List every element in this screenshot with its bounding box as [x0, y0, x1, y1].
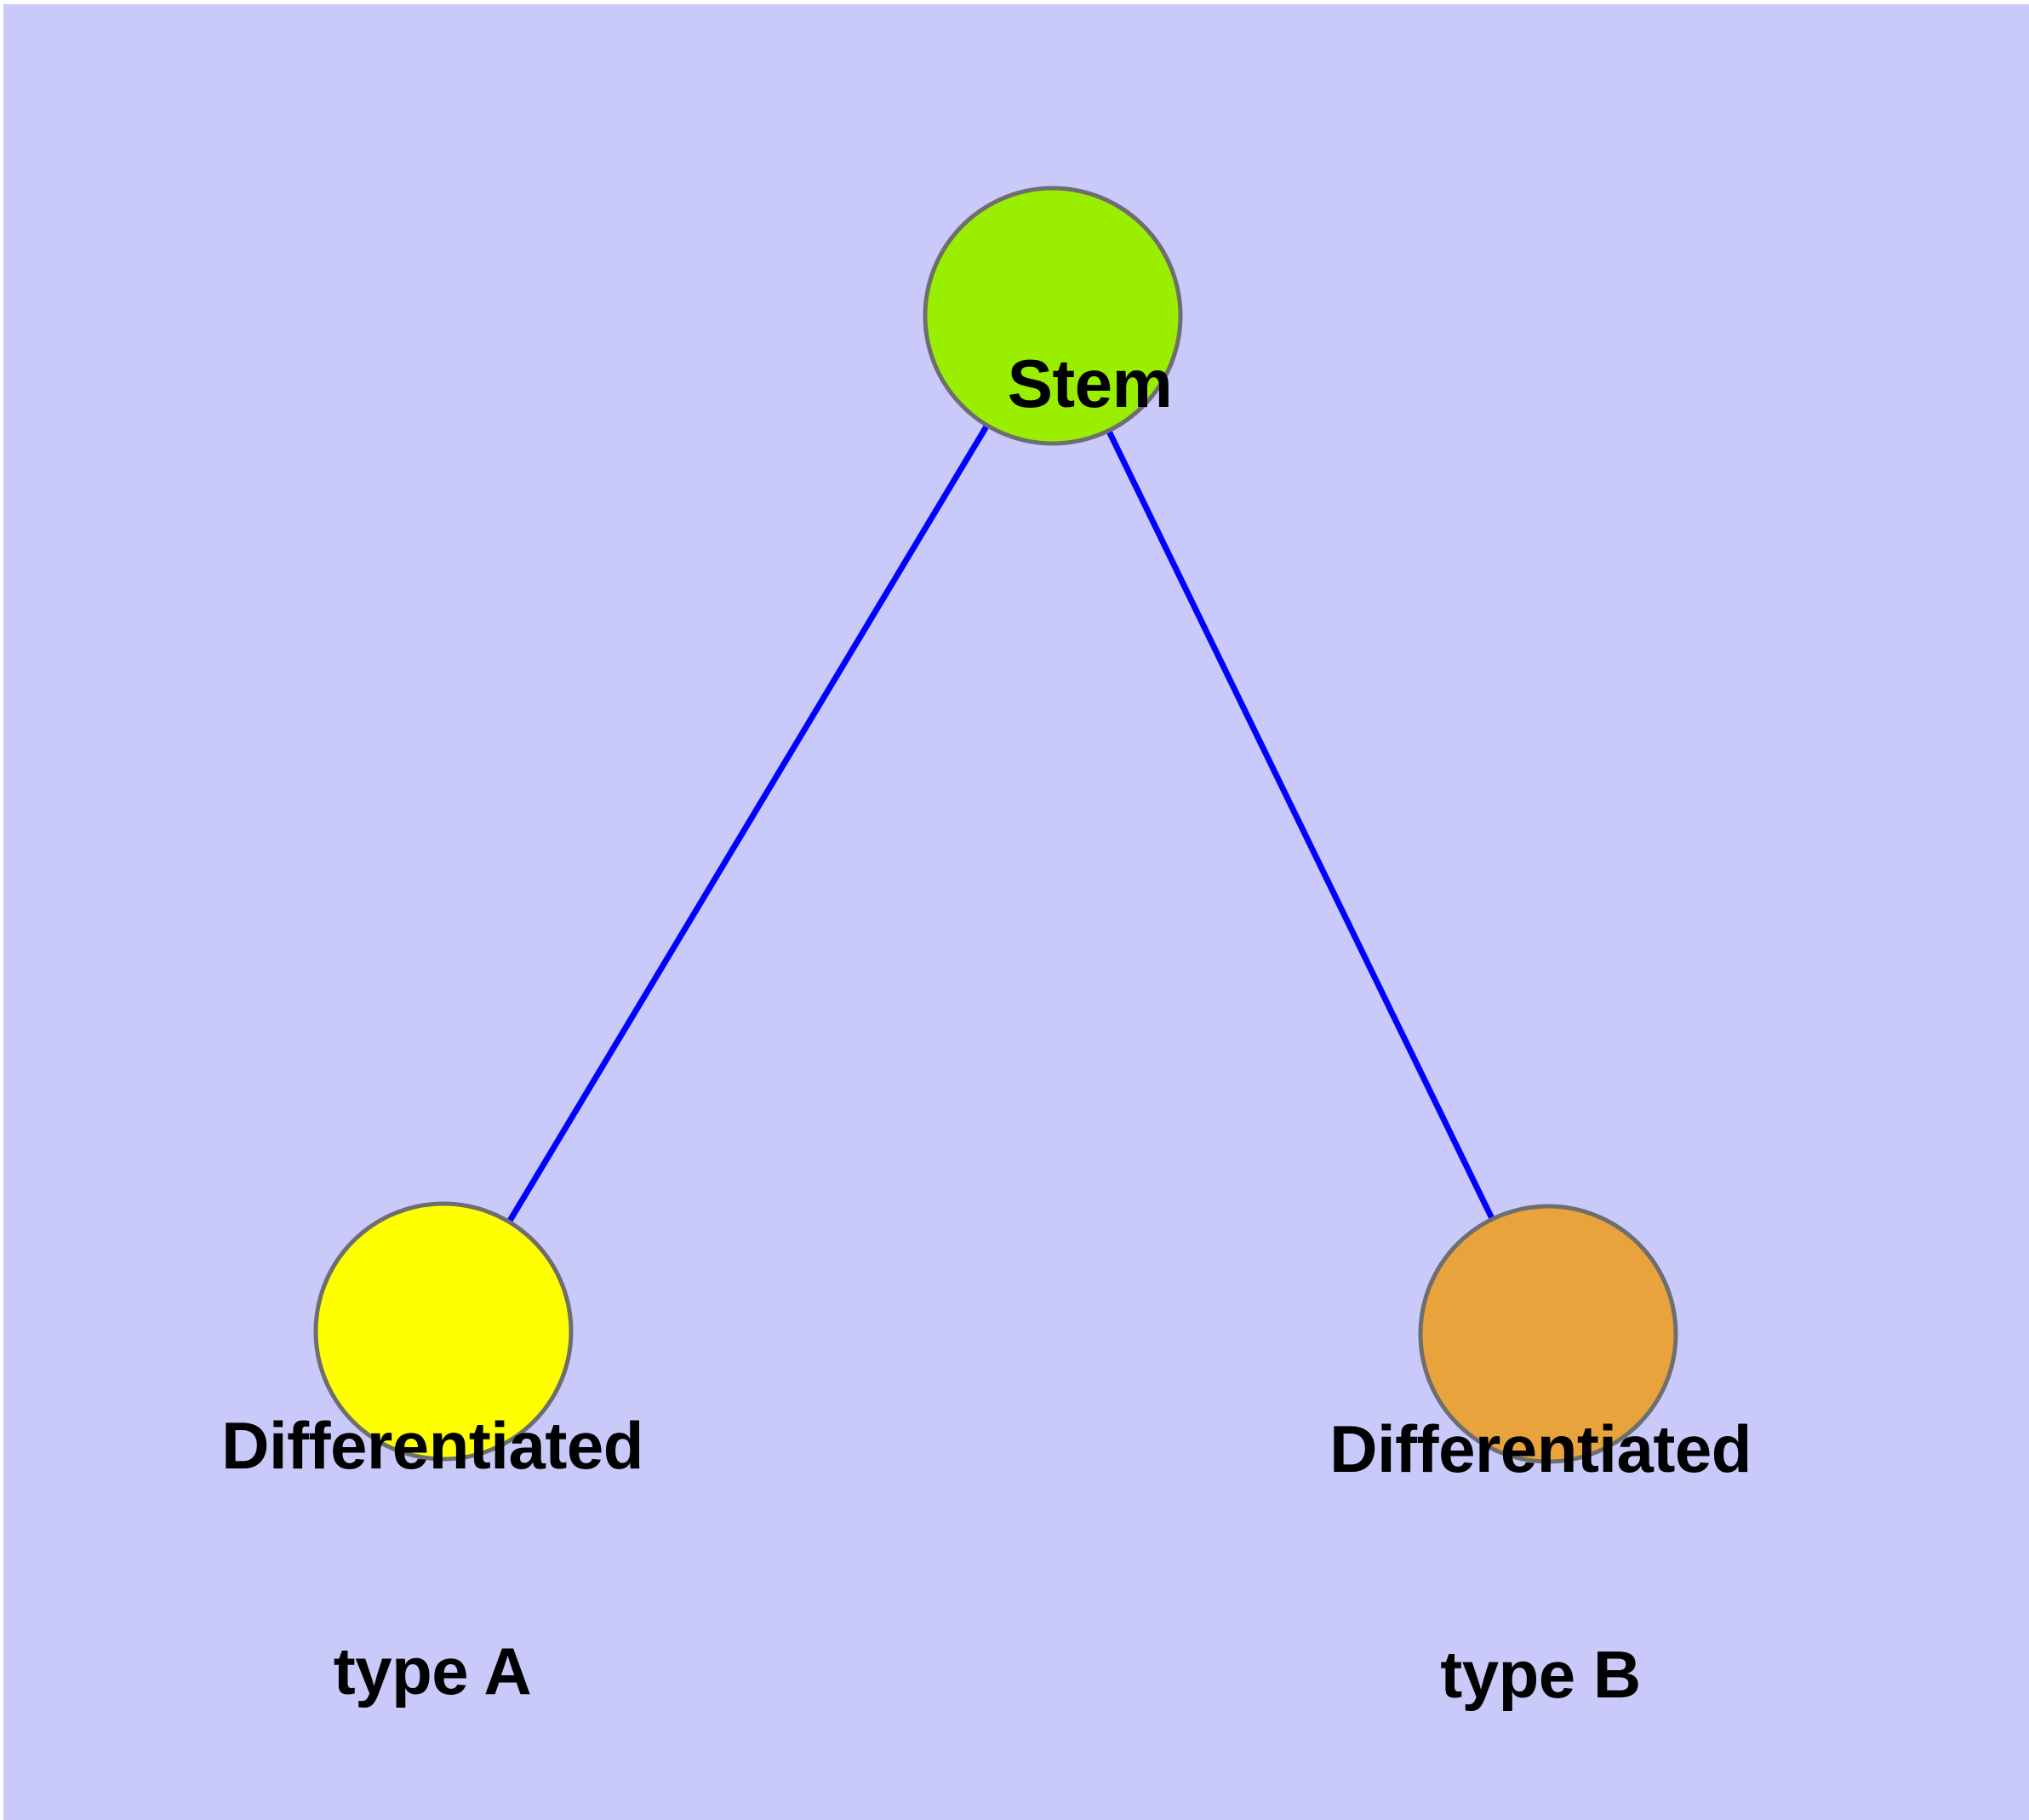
node-differentiated-type-a[interactable]: [313, 1201, 574, 1462]
node-stem[interactable]: [923, 186, 1183, 446]
edge-group: [499, 412, 1501, 1235]
edge-stem-to-diff-a: [499, 412, 997, 1235]
node-differentiated-type-b[interactable]: [1418, 1204, 1678, 1464]
edge-stem-to-diff-b: [1100, 416, 1501, 1233]
node-group: [313, 186, 1678, 1464]
